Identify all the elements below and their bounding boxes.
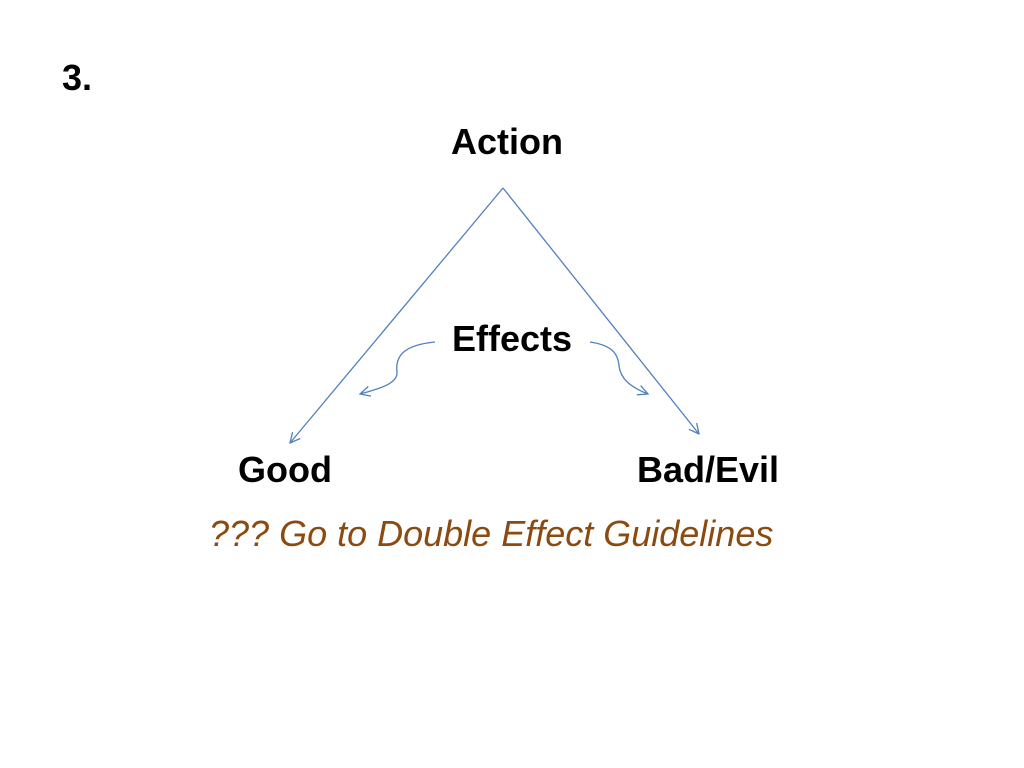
slide-number: 3.: [62, 57, 93, 98]
curved-arrow-effects-to-bad-evil: [589, 341, 648, 394]
node-effects: Effects: [452, 318, 573, 359]
edge-action-to-bad-evil: [502, 187, 699, 434]
node-bad-evil: Bad/Evil: [637, 449, 780, 490]
edge-action-to-good: [290, 187, 504, 443]
curved-arrow-effects-to-good: [360, 341, 436, 394]
node-good: Good: [238, 449, 332, 490]
guidelines-note: ??? Go to Double Effect Guidelines: [209, 513, 774, 554]
node-action: Action: [451, 121, 563, 162]
